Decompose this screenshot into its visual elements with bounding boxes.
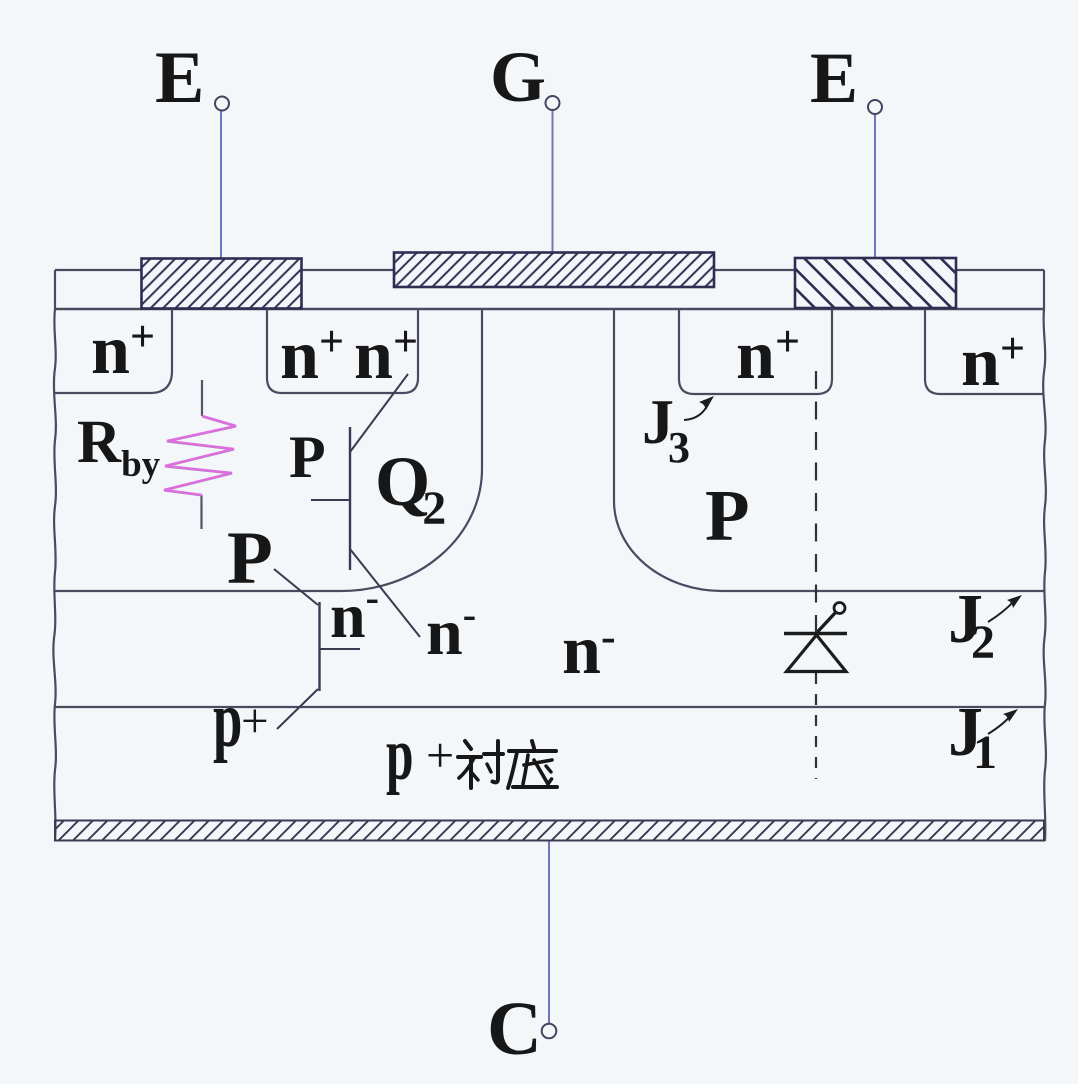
svg-text:P: P (705, 475, 750, 556)
svg-text:p: p (386, 712, 414, 796)
svg-text:+: + (426, 727, 454, 783)
svg-text:Rby: Rby (77, 409, 161, 485)
svg-text:P: P (289, 424, 326, 490)
svg-text:C: C (487, 987, 542, 1071)
svg-text:p: p (213, 675, 242, 764)
svg-text:n-: n- (330, 575, 379, 651)
svg-text:E: E (155, 37, 204, 119)
svg-text:+: + (241, 693, 269, 748)
svg-text:G: G (490, 37, 546, 117)
svg-text:P: P (227, 517, 273, 600)
svg-text:E: E (810, 38, 858, 118)
